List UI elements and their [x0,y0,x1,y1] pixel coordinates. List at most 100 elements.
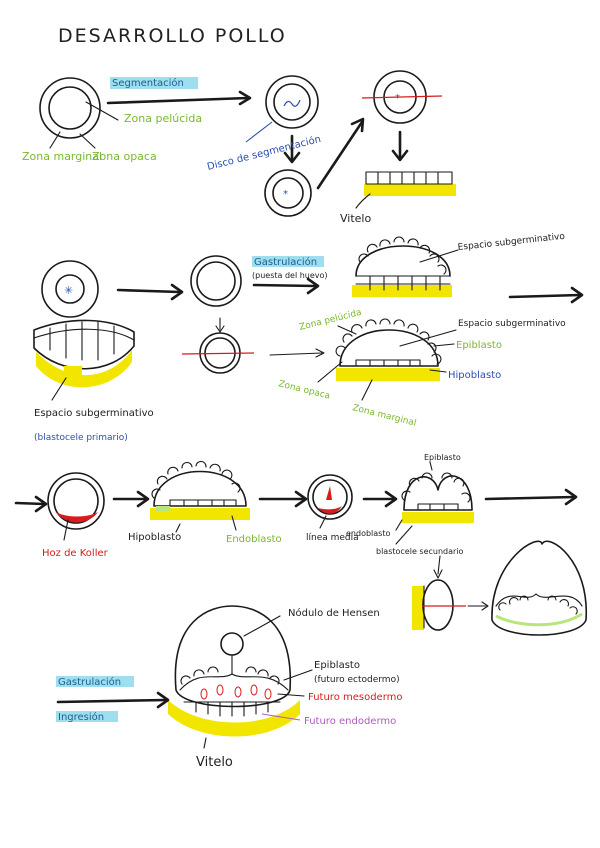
pointer-epiblasto-r3 [429,461,433,471]
arrow-gastrulacion-2 [56,698,168,704]
label-hipoblasto-r3: Hipoblasto [128,532,181,543]
pointer-hensen [243,615,281,637]
label-blastocele-sec: blastocele secundario [376,547,464,556]
arrow-r2-mid [269,352,323,356]
arrow-small-down-2 [437,555,441,575]
page-title: DESARROLLO POLLO [58,25,287,47]
pointer-linea-media [319,515,327,529]
label-gastrulacion-1: Gastrulación [254,256,317,268]
arrowhead [238,90,252,106]
arrowhead [350,117,365,133]
label-blastocele-primario: (blastocele primario) [34,433,128,443]
arrowhead [570,286,584,304]
label-linea-media: línea media [306,533,359,543]
pointer-zona-pel-2 [337,325,357,335]
label-futuro-endodermo: Futuro endodermo [304,716,396,727]
highlight-gastrulacion-2 [56,676,134,687]
pointer-esp-sub-top [419,249,459,263]
pointer-zona-opaca-2 [317,361,343,383]
bell-embryo [491,540,587,636]
arrowhead [306,277,320,295]
blastoderm-strip [364,171,456,196]
pointer-mesodermo [277,693,305,697]
label-segmentacion: Segmentación [112,77,184,89]
arrowhead [283,151,301,164]
pointer-hipoblasto-r3 [175,523,181,533]
highlight-segmentacion [110,77,198,89]
label-epiblasto-r4: Epiblasto [314,660,360,671]
arrowhead [481,601,489,611]
blastoderm-dome-2 [335,318,442,381]
pointer-hoz [63,519,69,541]
egg-row2-3 [181,332,255,374]
label-esp-sub-mid: Espacio subgerminativo [458,319,566,329]
arrowhead [136,490,150,508]
pointer-vitelo [355,193,371,209]
pointer-endodermo [261,713,301,721]
pointer-endoblasto2 [395,519,403,531]
arrowhead [34,495,48,513]
arrowhead [391,149,409,162]
arrow-gastrulacion [252,283,318,288]
arrowhead [156,691,170,709]
label-epiblasto-r2: Epiblasto [456,340,502,351]
arrowhead [294,490,308,508]
bell-hensen [168,605,300,737]
arrowhead [433,569,443,579]
arrowhead [384,490,398,508]
arrowhead [170,283,184,301]
egg-disc: * [264,169,312,217]
pointer-zona-marginal [49,131,61,149]
egg-row2-2 [190,255,242,307]
pointer-esp-sub-left [51,377,67,401]
label-esp-sub-top: Espacio subgerminativo [457,232,566,253]
label-epiblasto-r3: Epiblasto [424,453,461,462]
label-futuro-mesodermo: Futuro mesodermo [308,692,403,703]
pointer-endoblasto-r3 [231,515,237,531]
arrowhead [315,348,325,358]
blastoderm-dome-4 [401,472,474,523]
label-zona-opaca-1: Zona opaca [92,150,157,163]
label-disco-segmentacion: Disco de segmentación [206,133,322,173]
blastoderm-dome-3 [150,460,250,520]
pointer-hipoblasto-r2 [429,369,447,373]
egg-initial [39,77,101,139]
svg-text:*: * [395,93,400,104]
label-vitelo-1: Vitelo [340,212,371,225]
blastoderm-dome-1 [352,236,452,297]
arrowhead [564,488,578,506]
arrow-long-right-2 [484,495,576,501]
label-vitelo-r4: Vitelo [196,755,233,770]
lens-section [33,319,135,388]
label-zona-marginal-2: Zona marginal [351,403,417,429]
pointer-esp-sub-mid [399,329,457,347]
label-endoblasto2: endoblasto [346,529,390,538]
arrow-r3-in [14,501,46,506]
pointer-zona-opaca [79,133,96,149]
arrowhead [215,325,225,333]
label-zona-marginal-1: Zona marginal [22,150,102,163]
egg-cut: * [361,70,443,124]
egg-koller [47,472,105,530]
arrow-diagonal [316,120,364,190]
label-zona-pelucida-1: Zona pelúcida [124,112,202,125]
label-nodulo-hensen: Nódulo de Hensen [288,607,380,619]
egg-segmenting [265,75,319,129]
label-puesta-huevo: (puesta del huevo) [252,271,328,280]
arrow-r2-1 [116,288,182,294]
pointer-disco [245,121,273,143]
label-esp-sub-left: Espacio subgerminativo [34,408,154,419]
label-zona-opaca-2: Zona opaca [277,379,331,402]
pointer-zona-pelucida [85,101,119,121]
label-hipoblasto-r2: Hipoblasto [448,370,501,381]
highlight-gastrulacion-1 [252,256,324,267]
pointer-vitelo-r4 [203,737,207,749]
arrow-long-right-1 [508,293,582,299]
highlight-ingresion [56,711,118,722]
pointer-epiblasto-r4 [283,669,313,681]
pointer-zona-marginal-2 [361,379,373,401]
arrow-segmentacion [106,96,250,105]
label-hoz-koller: Hoz de Koller [42,548,109,559]
svg-text:✳: ✳ [64,284,73,297]
